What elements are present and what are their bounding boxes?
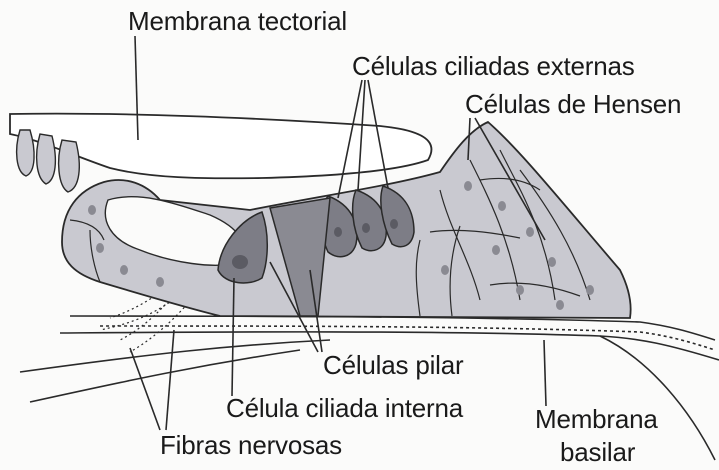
label-celulas-pilar: Células pilar [323,350,463,380]
label-membrana-basilar-line2: basilar [560,437,635,467]
label-membrana-tectorial: Membrana tectorial [128,6,347,36]
label-celulas-de-hensen: Células de Hensen [465,89,681,119]
label-membrana-basilar-line1: Membrana [535,404,658,434]
label-celula-ciliada-interna: Célula ciliada interna [226,393,463,423]
label-celulas-ciliadas-externas: Células ciliadas externas [352,51,635,81]
label-fibras-nervosas: Fibras nervosas [160,430,342,460]
